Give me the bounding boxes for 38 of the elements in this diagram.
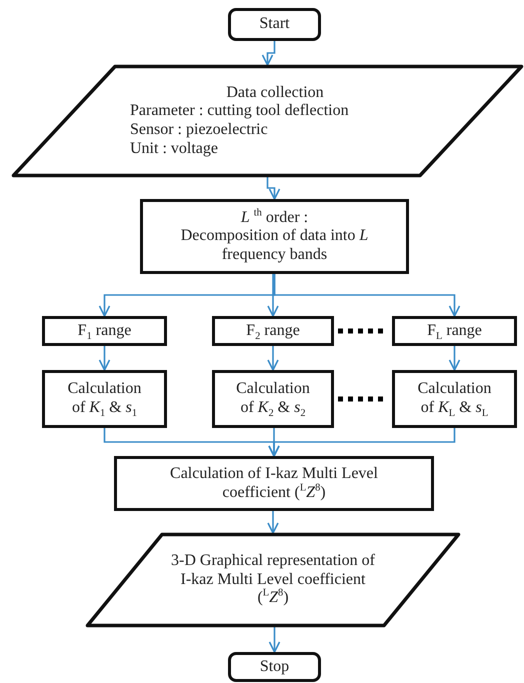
arrow	[267, 274, 279, 317]
node-text: Calculation of I-kaz Multi Level coefficient ($^{L}$Z$^{8}$)	[169, 464, 379, 502]
node-text: Calculation of K$_{L}$ & s$_{L}$	[416, 380, 492, 418]
arrow	[98, 346, 110, 371]
node-text: 3-D Graphical representation of I-kaz Multi Level coefficient ($^{L}$Z$^{8}$)	[170, 552, 376, 608]
node-text: Calculation of K$_{2}$ & s$_{2}$	[235, 380, 311, 418]
output-parallelogram	[86, 533, 460, 627]
process-box	[392, 370, 517, 428]
node-text: Unit : voltage	[130, 140, 218, 158]
arrow	[262, 41, 276, 66]
node-text: L $^{th}$ order :	[240, 208, 308, 228]
arrow	[268, 627, 280, 653]
node-text: Calculation of K$_{1}$ & s$_{1}$	[66, 380, 142, 418]
node-text: Stop	[260, 658, 290, 676]
node-text: Sensor : piezoelectric	[130, 121, 268, 140]
process-box	[392, 316, 517, 346]
arrow	[268, 428, 456, 457]
node-text: F$_{1}$ range	[78, 322, 132, 340]
terminal-box	[228, 8, 321, 41]
node-text: F$_{L}$ range	[427, 322, 482, 340]
process-box	[42, 370, 167, 428]
terminal-box	[228, 652, 321, 682]
arrow	[267, 346, 279, 371]
arrow	[448, 346, 460, 371]
arrow	[266, 177, 280, 200]
node-text: Parameter : cutting tool deflection	[130, 102, 349, 121]
arrow	[267, 511, 279, 534]
process-box	[212, 316, 334, 346]
process-box	[212, 370, 334, 428]
arrow	[274, 274, 460, 317]
process-box	[114, 456, 434, 511]
node-text: F$_{2}$ range	[246, 322, 300, 340]
data-parallelogram	[12, 65, 523, 177]
node-text: Start	[259, 15, 290, 34]
node-text: Decomposition of data into L frequency bands	[180, 227, 370, 264]
node-text: Data collection	[226, 84, 324, 102]
process-box	[42, 316, 167, 346]
process-box	[140, 199, 409, 274]
